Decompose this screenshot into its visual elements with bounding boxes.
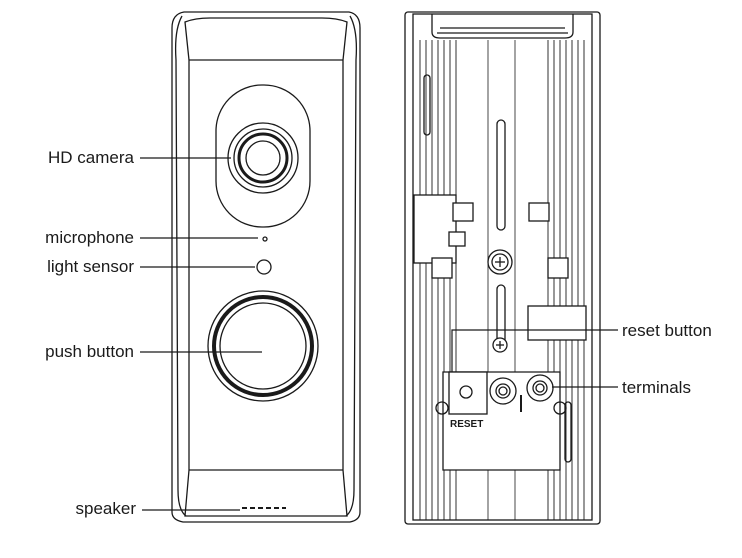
tab-left-3 <box>431 257 453 279</box>
tab-left-1 <box>452 202 474 222</box>
back-outer-frame <box>404 11 601 525</box>
push-button-ring <box>212 295 314 397</box>
back-inner-frame <box>412 13 593 521</box>
label-reset-button: reset button <box>622 321 712 340</box>
terminal-1-outer <box>489 377 517 405</box>
label-light-sensor: light sensor <box>47 257 134 276</box>
back-view <box>404 11 601 525</box>
lower-slot <box>496 284 506 346</box>
upper-screw <box>487 249 513 275</box>
push-button-face <box>219 302 307 390</box>
camera-housing <box>215 84 311 228</box>
terminal-1-core <box>498 386 508 396</box>
camera-lens-mid <box>233 128 293 188</box>
terminal-2-outer <box>526 374 554 402</box>
microphone-hole <box>262 236 268 242</box>
terminal-1-inner <box>495 383 511 399</box>
reset-button <box>459 385 473 399</box>
front-leaders <box>140 157 262 511</box>
label-terminals: terminals <box>622 378 691 397</box>
leader-reset-button <box>451 329 618 372</box>
plate-screw-left <box>435 401 449 415</box>
camera-lens-inner <box>245 140 281 176</box>
reset-button-housing <box>448 371 488 415</box>
front-view <box>171 11 361 523</box>
light-sensor-ring <box>256 259 272 275</box>
tab-right-2 <box>547 257 569 279</box>
label-push-button: push button <box>45 342 134 361</box>
back-right-slot <box>564 401 572 463</box>
label-speaker: speaker <box>75 499 136 518</box>
plate-screw-right <box>553 401 567 415</box>
push-button-outer <box>207 290 319 402</box>
tab-right-bar <box>527 305 587 341</box>
label-reset-plate: RESET <box>450 419 484 430</box>
camera-lens-ring <box>237 132 289 184</box>
tab-left-2 <box>448 231 466 247</box>
upper-slot <box>496 119 506 231</box>
front-face-panel <box>184 17 348 517</box>
tab-right-1 <box>528 202 550 222</box>
terminal-2-core <box>535 383 545 393</box>
back-leaders <box>451 329 618 388</box>
tab-left-large <box>413 194 457 264</box>
lower-screw <box>492 337 508 353</box>
front-outer-shell <box>171 11 361 523</box>
terminal-2-inner <box>532 380 548 396</box>
back-left-slot <box>423 74 431 136</box>
label-microphone: microphone <box>45 228 134 247</box>
front-left-bevel <box>174 15 187 517</box>
front-right-bevel <box>345 15 358 517</box>
label-hd-camera: HD camera <box>48 148 134 167</box>
back-top-clip <box>431 14 574 39</box>
